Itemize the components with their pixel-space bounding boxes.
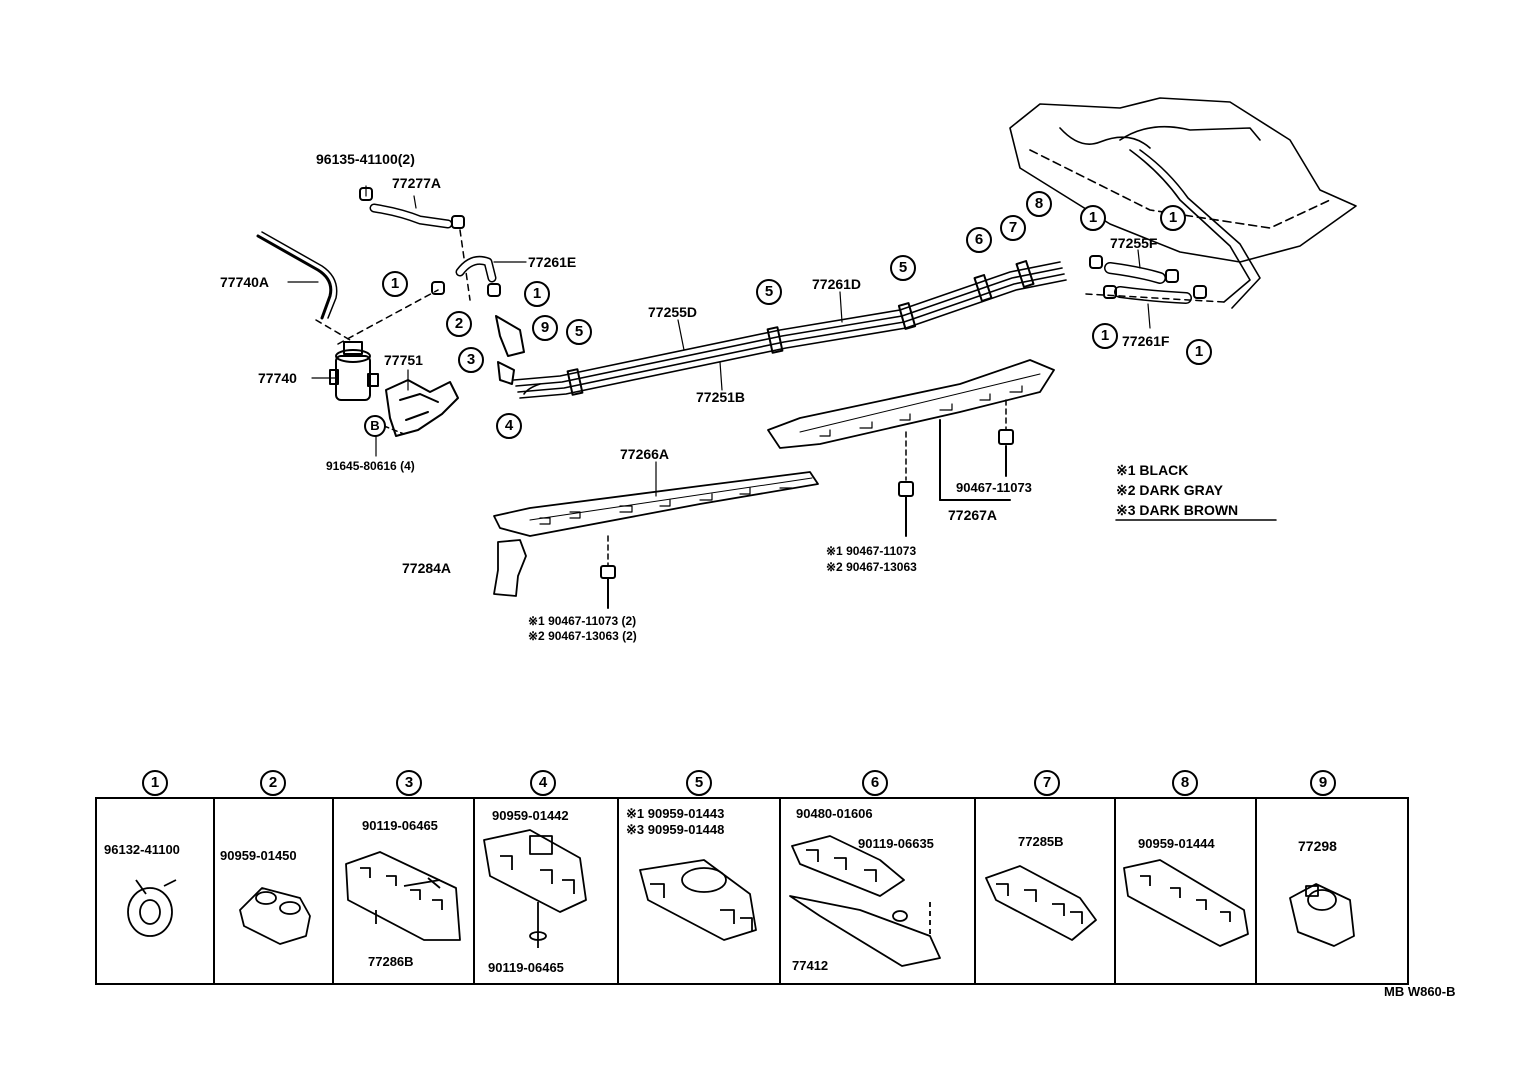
part-label-77255d: 77255D (648, 304, 698, 320)
part-label-90467-11073-2: ※1 90467-11073 (2) (528, 614, 637, 628)
part-label-77261f: 77261F (1122, 333, 1170, 349)
vent-hose-77740a (256, 234, 333, 320)
part-label-77751: 77751 (384, 352, 423, 368)
cell-8-part: 90959-01444 (1138, 836, 1215, 851)
table-header-1: 1 (142, 770, 168, 796)
clamp-77298-illustration (1289, 883, 1355, 947)
callout-b: B (364, 415, 386, 437)
canister-77740 (329, 341, 379, 401)
part-label-77261d: 77261D (812, 276, 862, 292)
table-header-6: 6 (862, 770, 888, 796)
drawing-reference-code: MB W860-B (1384, 984, 1456, 999)
cell-3-part-top: 90119-06465 (362, 818, 438, 833)
part-label-77266a: 77266A (620, 446, 670, 462)
protector-77266a (493, 471, 819, 537)
part-label-77251b: 77251B (696, 389, 746, 405)
callout-1: 1 (1160, 205, 1186, 231)
table-header-8: 8 (1172, 770, 1198, 796)
callout-1: 1 (1092, 323, 1118, 349)
callout-8: 8 (1026, 191, 1052, 217)
part-label-77255f: 77255F (1110, 235, 1158, 251)
part-label-77740a: 77740A (220, 274, 270, 290)
table-header-5: 5 (686, 770, 712, 796)
callout-2: 2 (446, 311, 472, 337)
clamp-90959-01443-illustration (639, 859, 757, 941)
part-label-91645: 91645-80616 (4) (326, 459, 415, 473)
callout-1: 1 (524, 281, 550, 307)
table-header-3: 3 (396, 770, 422, 796)
cell-2-part: 90959-01450 (220, 848, 297, 863)
cell-3-part-bottom: 77286B (368, 954, 414, 969)
clamp-77285b-illustration (985, 865, 1097, 941)
part-label-90467-13063-2: ※2 90467-13063 (2) (528, 629, 637, 643)
callout-6: 6 (966, 227, 992, 253)
cell-6-part-mid: 90119-06635 (858, 836, 934, 851)
cell-6-part-bottom: 77412 (792, 958, 829, 973)
bracket-77751 (385, 379, 459, 437)
callout-5: 5 (756, 279, 782, 305)
legend-dark-gray: ※2 DARK GRAY (1116, 482, 1223, 498)
table-header-9: 9 (1310, 770, 1336, 796)
legend-black: ※1 BLACK (1116, 462, 1189, 478)
callout-9: 9 (532, 315, 558, 341)
table-header-7: 7 (1034, 770, 1060, 796)
part-label-90467-11073-b: 90467-11073 (956, 480, 1032, 495)
cell-5-part-top: ※1 90959-01443 (626, 806, 725, 821)
callout-1: 1 (1080, 205, 1106, 231)
legend-dark-brown: ※3 DARK BROWN (1116, 502, 1239, 518)
fuel-line-bundle (513, 261, 1067, 399)
bracket-77284a (493, 539, 527, 597)
cell-7-part: 77285B (1018, 834, 1064, 849)
part-label-77267a: 77267A (948, 507, 998, 523)
part-label-77277a: 77277A (392, 175, 442, 191)
part-label-77740: 77740 (258, 370, 297, 386)
clip-96132-illustration (127, 879, 177, 937)
part-label-90467-11073: ※1 90467-11073 (826, 544, 917, 558)
clamp-90959-01450-illustration (239, 887, 311, 945)
callout-3: 3 (458, 347, 484, 373)
protector-77267a (767, 359, 1055, 449)
cell-5-part-bottom: ※3 90959-01448 (626, 822, 725, 837)
callout-1: 1 (382, 271, 408, 297)
callout-7: 7 (1000, 215, 1026, 241)
part-label-77284a: 77284A (402, 560, 452, 576)
callout-1: 1 (1186, 339, 1212, 365)
callout-4: 4 (496, 413, 522, 439)
clamp-90480-01606-illustration (789, 835, 941, 967)
clamp-90959-01442-illustration (483, 829, 587, 948)
part-label-96135: 96135-41100(2) (316, 151, 415, 167)
table-header-4: 4 (530, 770, 556, 796)
cell-1-part: 96132-41100 (104, 842, 180, 857)
clamp-90959-01444-illustration (1123, 859, 1249, 947)
callout-5: 5 (566, 319, 592, 345)
cell-9-part: 77298 (1298, 838, 1337, 854)
callout-5: 5 (890, 255, 916, 281)
cell-4-part-bottom: 90119-06465 (488, 960, 564, 975)
table-header-2: 2 (260, 770, 286, 796)
clamp-77286b-illustration (345, 851, 461, 941)
cell-6-part-top: 90480-01606 (796, 806, 873, 821)
fuel-tank (1009, 97, 1357, 309)
parts-table-grid (95, 797, 1409, 985)
part-label-77261e: 77261E (528, 254, 577, 270)
part-label-90467-13063: ※2 90467-13063 (826, 560, 917, 574)
cell-4-part-top: 90959-01442 (492, 808, 569, 823)
